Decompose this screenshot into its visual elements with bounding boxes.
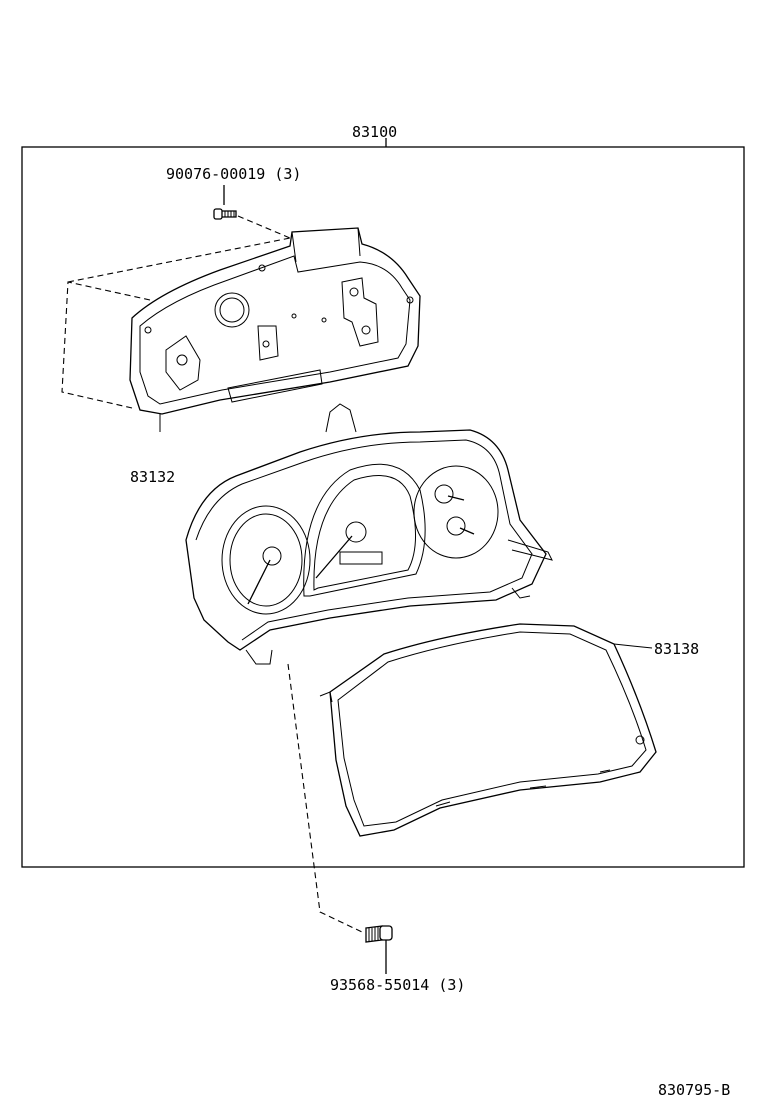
label-screw-top: 90076-00019 (3) [166, 165, 301, 183]
screw-bottom-icon [365, 925, 393, 974]
label-figure-id: 830795-B [658, 1081, 730, 1099]
label-assembly-83100: 83100 [352, 123, 397, 141]
label-case-back-83132: 83132 [130, 468, 175, 486]
lens-part [319, 623, 657, 837]
assembly-box [21, 138, 745, 868]
screw-bottom-guide-line [287, 663, 363, 933]
cluster-body-part [185, 403, 553, 665]
label-screw-bottom: 93568-55014 (3) [330, 976, 465, 994]
case-back-guide-top [67, 237, 291, 283]
lens-leader-line [613, 643, 653, 649]
screw-top-icon [213, 185, 237, 220]
label-lens-83138: 83138 [654, 640, 699, 658]
case-back-part [129, 227, 421, 432]
screw-top-guide-line [237, 215, 291, 239]
case-back-guide-lines [61, 281, 151, 409]
